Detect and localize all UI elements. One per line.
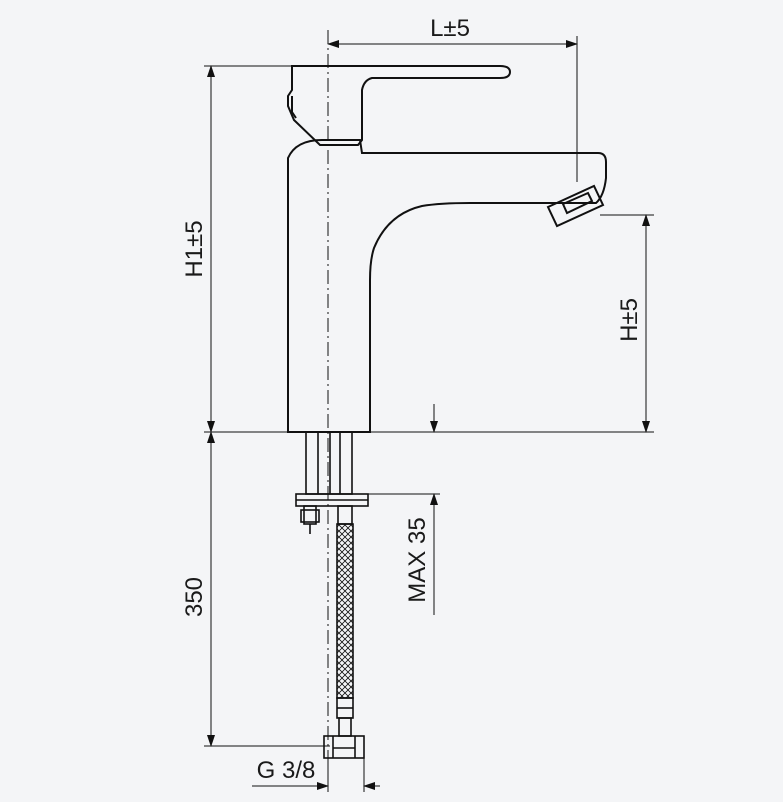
faucet-lever <box>287 65 512 146</box>
faucet-body <box>287 139 607 433</box>
label-hose-length: 350 <box>181 577 208 617</box>
dimension-spout-height <box>370 214 654 433</box>
dimension-length <box>327 36 578 182</box>
label-spout-height: H±5 <box>616 298 643 342</box>
label-max-thickness: MAX 35 <box>404 517 431 602</box>
label-thread: G 3/8 <box>257 757 316 784</box>
aerator <box>546 184 605 228</box>
dimension-total-height <box>204 65 292 433</box>
dimension-thread <box>252 758 380 792</box>
mounting-stud <box>300 505 320 534</box>
mounting-shank <box>295 431 369 507</box>
dimension-hose-length <box>204 431 330 747</box>
flexible-hose <box>323 505 365 759</box>
dimension-max-thickness <box>368 404 440 615</box>
label-length: L±5 <box>430 15 470 42</box>
label-total-height: H1±5 <box>181 220 208 277</box>
